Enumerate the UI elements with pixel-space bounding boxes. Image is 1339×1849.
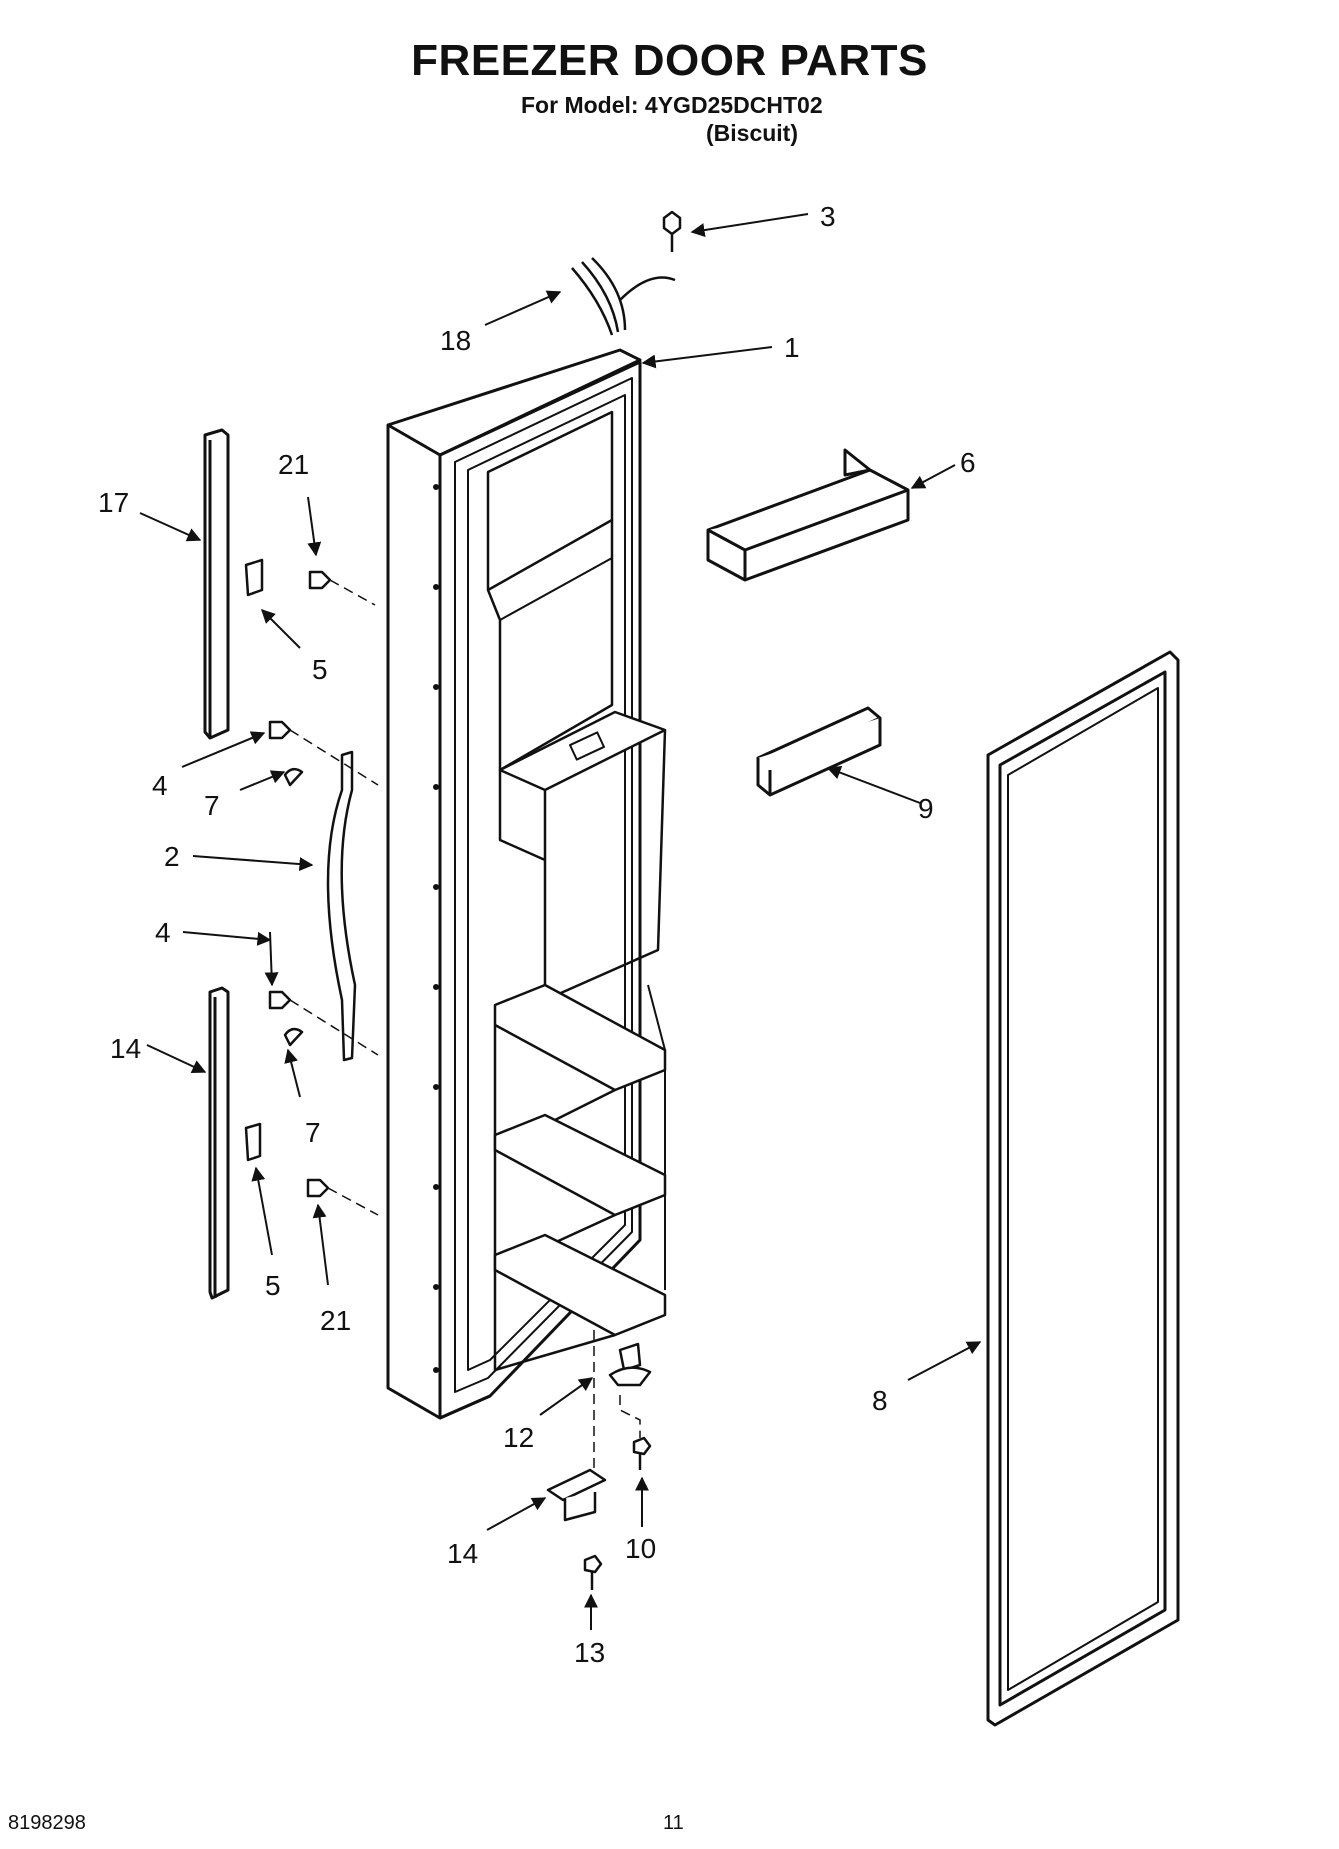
color-variant: (Biscuit) <box>706 120 798 146</box>
callout-1: 1 <box>784 332 800 363</box>
callout-7-bottom: 7 <box>305 1117 321 1148</box>
hardware-parts <box>244 210 682 1590</box>
callout-14: 14 <box>447 1538 478 1569</box>
callout-4-top: 4 <box>152 770 168 801</box>
callout-21-bottom: 21 <box>320 1305 351 1336</box>
callout-11: 18 <box>440 325 471 356</box>
callout-5-top: 5 <box>312 654 328 685</box>
gasket-part <box>986 650 1180 1727</box>
page-number: 11 <box>663 1812 684 1834</box>
callout-10: 10 <box>625 1533 656 1564</box>
page-title: FREEZER DOOR PARTS <box>411 36 928 85</box>
trim-strip-part <box>756 706 882 797</box>
model-line: For Model: 4YGD25DCHT02 <box>521 92 823 118</box>
leader-lines <box>139 213 982 1630</box>
callout-12: 12 <box>503 1422 534 1453</box>
callout-7-top: 7 <box>204 790 220 821</box>
callout-2: 2 <box>164 841 180 872</box>
callout-4-bottom: 4 <box>155 917 171 948</box>
callout-labels: 3 18 1 6 21 17 5 4 7 9 2 4 14 7 5 21 8 1… <box>98 201 976 1668</box>
callout-17: 14 <box>110 1033 141 1064</box>
callout-21-top: 21 <box>278 449 309 480</box>
callout-13: 13 <box>574 1637 605 1668</box>
callout-8: 8 <box>872 1385 888 1416</box>
alignment-lines <box>289 579 641 1470</box>
callout-5-bottom: 5 <box>265 1270 281 1301</box>
callout-18: 17 <box>98 487 129 518</box>
left-trim-parts <box>203 428 230 1300</box>
callout-3: 3 <box>820 201 836 232</box>
document-number: 8198298 <box>8 1812 86 1834</box>
door-bin-part <box>706 448 910 582</box>
callout-6: 6 <box>960 447 976 478</box>
door-assembly <box>386 348 667 1420</box>
callout-9: 9 <box>918 793 934 824</box>
